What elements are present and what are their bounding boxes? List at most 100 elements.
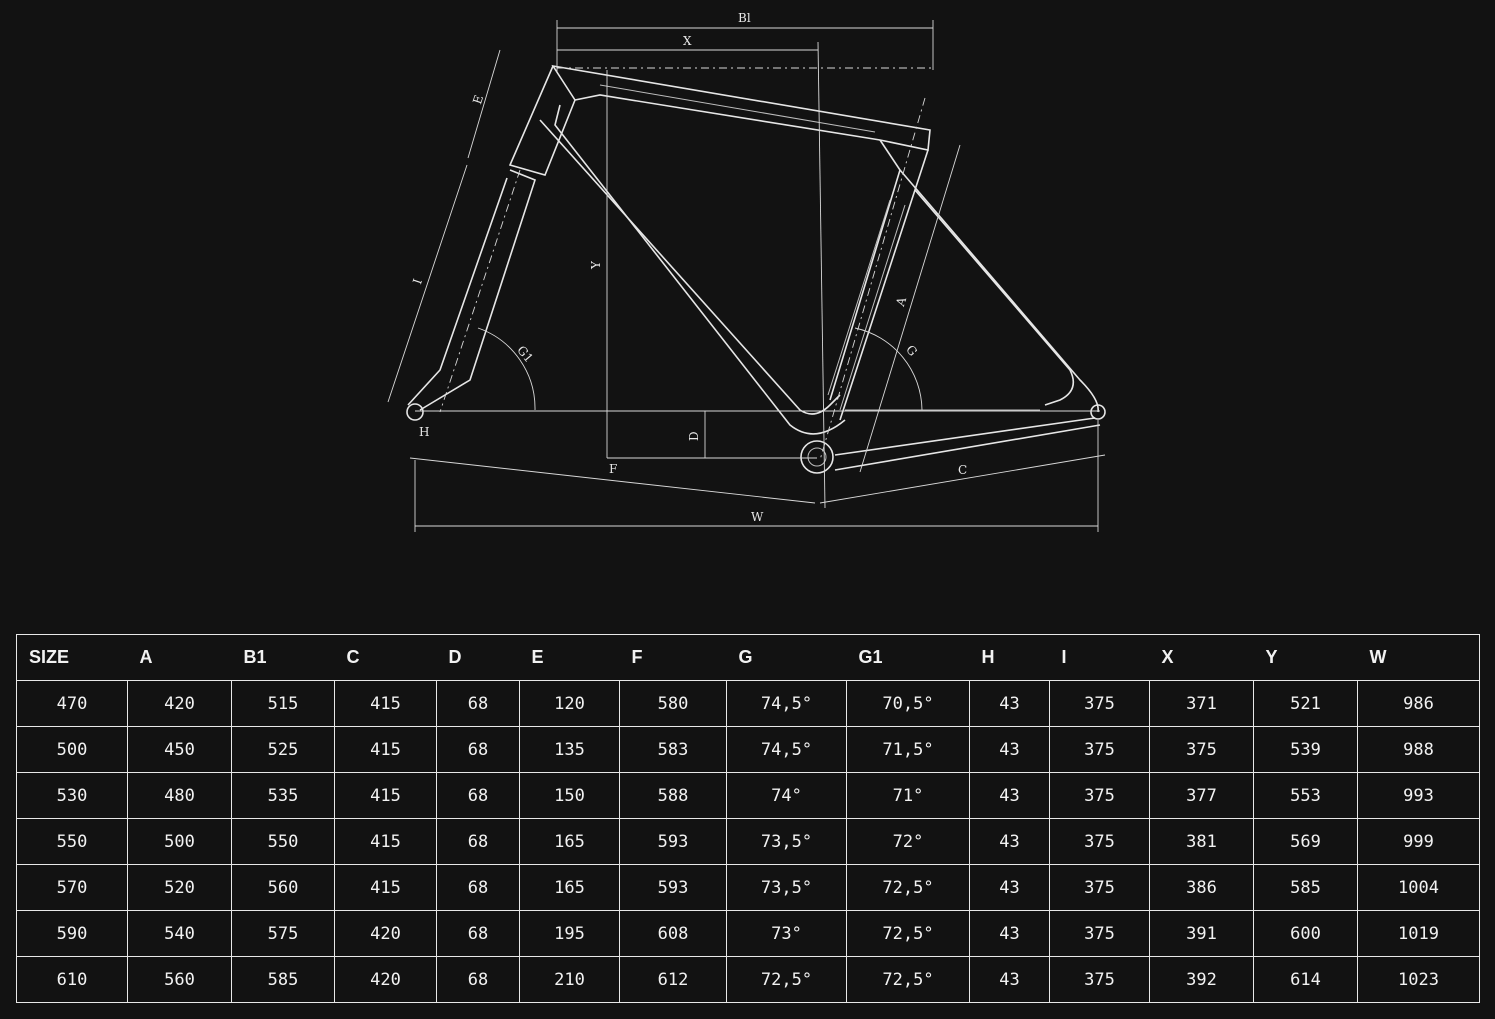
cell-d: 68 xyxy=(436,910,520,957)
cell-size: 610 xyxy=(16,956,128,1003)
column-header-size: SIZE xyxy=(16,634,128,681)
cell-h: 43 xyxy=(969,818,1050,865)
cell-e: 195 xyxy=(519,910,620,957)
cell-b1: 535 xyxy=(231,772,335,819)
label-g: G xyxy=(903,342,920,358)
column-header-c: C xyxy=(334,634,437,681)
cell-i: 375 xyxy=(1049,864,1150,911)
cell-i: 375 xyxy=(1049,956,1150,1003)
label-w: W xyxy=(751,510,764,524)
bike-frame-drawing xyxy=(406,64,1106,474)
cell-e: 150 xyxy=(519,772,620,819)
cell-g1: 72,5° xyxy=(846,864,970,911)
cell-i: 375 xyxy=(1049,772,1150,819)
label-a: A xyxy=(893,295,909,309)
column-header-e: E xyxy=(519,634,620,681)
cell-h: 43 xyxy=(969,772,1050,819)
cell-a: 420 xyxy=(127,680,232,727)
cell-i: 375 xyxy=(1049,910,1150,957)
cell-c: 415 xyxy=(334,680,437,727)
label-g1: G1 xyxy=(514,343,536,365)
cell-a: 450 xyxy=(127,726,232,773)
cell-d: 68 xyxy=(436,772,520,819)
cell-g1: 71,5° xyxy=(846,726,970,773)
cell-x: 386 xyxy=(1149,864,1254,911)
cell-size: 590 xyxy=(16,910,128,957)
cell-f: 608 xyxy=(619,910,727,957)
cell-d: 68 xyxy=(436,680,520,727)
cell-c: 415 xyxy=(334,818,437,865)
column-header-x: X xyxy=(1149,634,1254,681)
column-header-b1: B1 xyxy=(231,634,335,681)
label-x: X xyxy=(683,34,692,48)
cell-f: 593 xyxy=(619,818,727,865)
frame-geometry-diagram: Bl X E I Y G1 A G D H F C W xyxy=(387,11,1106,532)
cell-h: 43 xyxy=(969,910,1050,957)
column-header-f: F xyxy=(619,634,727,681)
column-header-i: I xyxy=(1049,634,1150,681)
label-d: D xyxy=(687,431,701,441)
column-header-y: Y xyxy=(1253,634,1358,681)
cell-a: 540 xyxy=(127,910,232,957)
cell-g: 73,5° xyxy=(726,864,847,911)
cell-d: 68 xyxy=(436,864,520,911)
column-header-g: G xyxy=(726,634,847,681)
column-header-w: W xyxy=(1357,634,1480,681)
cell-c: 415 xyxy=(334,864,437,911)
cell-b1: 550 xyxy=(231,818,335,865)
cell-c: 420 xyxy=(334,956,437,1003)
cell-e: 165 xyxy=(519,864,620,911)
cell-a: 480 xyxy=(127,772,232,819)
cell-e: 135 xyxy=(519,726,620,773)
cell-h: 43 xyxy=(969,680,1050,727)
cell-a: 520 xyxy=(127,864,232,911)
cell-i: 375 xyxy=(1049,680,1150,727)
cell-y: 585 xyxy=(1253,864,1358,911)
cell-f: 612 xyxy=(619,956,727,1003)
cell-g1: 72,5° xyxy=(846,910,970,957)
cell-w: 1023 xyxy=(1357,956,1480,1003)
cell-a: 500 xyxy=(127,818,232,865)
cell-y: 614 xyxy=(1253,956,1358,1003)
label-c: C xyxy=(958,463,967,477)
cell-w: 986 xyxy=(1357,680,1480,727)
cell-x: 392 xyxy=(1149,956,1254,1003)
cell-b1: 585 xyxy=(231,956,335,1003)
cell-y: 539 xyxy=(1253,726,1358,773)
cell-x: 375 xyxy=(1149,726,1254,773)
cell-x: 371 xyxy=(1149,680,1254,727)
column-header-h: H xyxy=(969,634,1050,681)
cell-w: 1019 xyxy=(1357,910,1480,957)
cell-g1: 72,5° xyxy=(846,956,970,1003)
label-y: Y xyxy=(589,260,603,270)
cell-f: 580 xyxy=(619,680,727,727)
cell-size: 470 xyxy=(16,680,128,727)
label-f: F xyxy=(609,462,617,476)
cell-e: 165 xyxy=(519,818,620,865)
cell-y: 521 xyxy=(1253,680,1358,727)
column-header-a: A xyxy=(127,634,232,681)
cell-w: 999 xyxy=(1357,818,1480,865)
column-header-g1: G1 xyxy=(846,634,970,681)
cell-y: 600 xyxy=(1253,910,1358,957)
cell-d: 68 xyxy=(436,956,520,1003)
cell-c: 415 xyxy=(334,726,437,773)
column-header-d: D xyxy=(436,634,520,681)
cell-b1: 515 xyxy=(231,680,335,727)
cell-b1: 575 xyxy=(231,910,335,957)
cell-i: 375 xyxy=(1049,818,1150,865)
cell-f: 583 xyxy=(619,726,727,773)
dimension-lines xyxy=(387,20,1106,532)
cell-h: 43 xyxy=(969,726,1050,773)
cell-g: 74° xyxy=(726,772,847,819)
cell-g1: 70,5° xyxy=(846,680,970,727)
cell-x: 377 xyxy=(1149,772,1254,819)
cell-size: 570 xyxy=(16,864,128,911)
cell-g: 73,5° xyxy=(726,818,847,865)
cell-size: 530 xyxy=(16,772,128,819)
